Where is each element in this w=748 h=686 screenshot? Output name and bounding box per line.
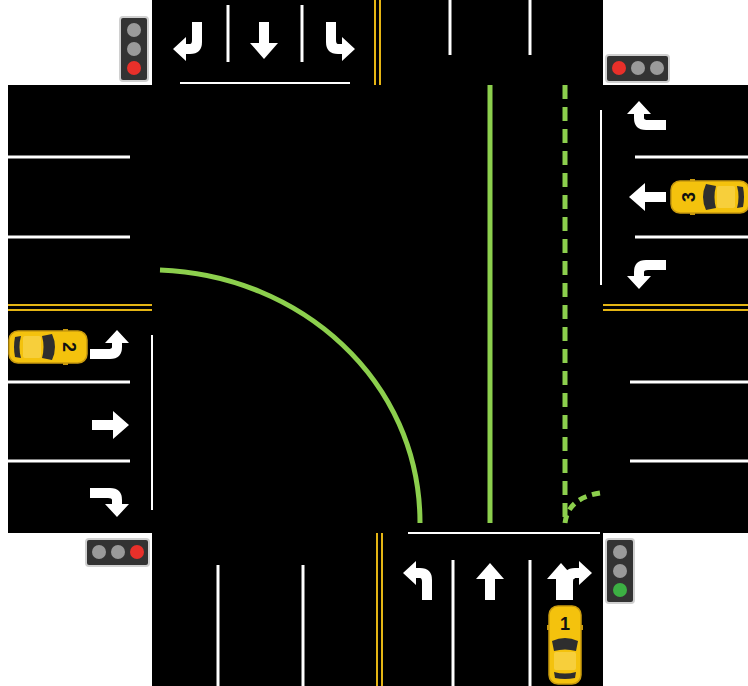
right-turn-arrow (627, 101, 666, 130)
scene-part (603, 304, 748, 306)
scene-part (449, 0, 452, 55)
left-turn-arrow (403, 561, 432, 600)
straight-route-dashed (563, 85, 568, 523)
car-number: 1 (547, 605, 583, 634)
scene-part (630, 460, 748, 463)
scene-part (529, 0, 532, 55)
scene-part (600, 110, 602, 285)
scene-part (8, 156, 130, 159)
scene-part (151, 335, 153, 510)
scene-part (606, 539, 634, 603)
car: 2 (8, 329, 88, 365)
scene-part (612, 61, 626, 75)
left-turn-arrow (90, 330, 129, 359)
right-turn-route (565, 493, 600, 523)
scene-part (120, 17, 148, 81)
scene-part (613, 564, 627, 578)
scene-part (613, 545, 627, 559)
scene-part (92, 545, 106, 559)
scene-part (374, 0, 376, 85)
scene-part (529, 560, 532, 686)
right-turn-arrow (563, 561, 592, 600)
scene-part (301, 5, 304, 62)
scene-part (452, 560, 455, 686)
straight-route (488, 85, 493, 523)
scene-part (111, 545, 125, 559)
scene-part (603, 309, 748, 311)
left-turn-arrow (326, 22, 355, 61)
car: 1 (547, 605, 583, 685)
straight-arrow (92, 411, 129, 439)
scene-part (180, 82, 350, 84)
scene-part (379, 0, 381, 85)
scene-part (630, 381, 748, 384)
right-turn-arrow (90, 488, 129, 517)
scene-part (376, 533, 378, 686)
scene-part (635, 236, 748, 239)
car-number: 2 (59, 329, 88, 365)
scene-part (227, 5, 230, 62)
left-turn-route (160, 270, 420, 523)
right-turn-arrow (173, 22, 202, 61)
main-road (152, 0, 603, 686)
scene-part (650, 61, 664, 75)
scene-part (408, 532, 600, 534)
scene-part (381, 533, 383, 686)
traffic-light (606, 55, 669, 82)
traffic-light (120, 17, 148, 81)
scene-part (8, 309, 152, 311)
scene-part (8, 381, 130, 384)
straight-arrow (629, 183, 666, 211)
lane-arrows (90, 22, 666, 600)
left-turn-arrow (627, 260, 666, 289)
scene-part (606, 55, 669, 82)
scene-part (217, 565, 220, 686)
straight-arrow (250, 22, 278, 59)
traffic-light (86, 539, 149, 566)
scene-part (127, 23, 141, 37)
scene-part (127, 61, 141, 75)
scene-part (613, 583, 627, 597)
car-number: 3 (670, 179, 699, 215)
center-lines (8, 0, 748, 686)
scene-part (130, 545, 144, 559)
stop-lines (152, 83, 601, 533)
lane-lines (8, 0, 748, 686)
traffic-light (606, 539, 634, 603)
straight-arrow (476, 563, 504, 600)
scene-part (631, 61, 645, 75)
car: 3 (670, 179, 748, 215)
scene-part (8, 236, 130, 239)
scene-part (8, 460, 130, 463)
scene-part (635, 156, 748, 159)
scene-part (86, 539, 149, 566)
scene-part (127, 42, 141, 56)
scene-part (8, 304, 152, 306)
scene-part (302, 565, 305, 686)
routes (160, 85, 600, 523)
